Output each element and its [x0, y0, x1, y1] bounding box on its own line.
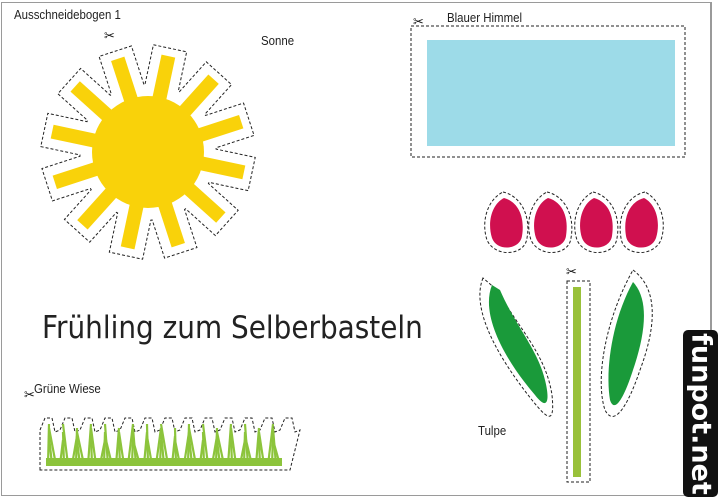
sun-label: Sonne — [261, 33, 295, 48]
tulip-petal — [484, 191, 529, 253]
sheet-border — [1, 2, 712, 496]
tulip-petal — [619, 191, 664, 253]
sky-cutout — [410, 25, 686, 158]
scissors-icon: ✂ — [566, 264, 577, 279]
meadow-label: Grüne Wiese — [34, 381, 101, 396]
sky-label: Blauer Himmel — [447, 10, 523, 25]
tulip-label: Tulpe — [478, 423, 507, 438]
scissors-icon: ✂ — [413, 14, 424, 29]
scissors-icon: ✂ — [24, 387, 35, 402]
tulip-leaf-right — [600, 269, 653, 417]
tulip-petal — [574, 191, 619, 253]
watermark-text: funpot.net — [685, 332, 716, 495]
scissors-icon: ✂ ✂ ✂ ✂ — [24, 14, 577, 402]
sun-cutout — [40, 44, 256, 260]
meadow-cutout — [39, 417, 301, 471]
headline: Frühling zum Selberbasteln — [42, 310, 423, 346]
watermark: funpot.net — [683, 330, 718, 497]
tulip-stem — [566, 280, 591, 483]
tulip-leaf-left — [479, 277, 554, 417]
sheet-title: Ausschneidebogen 1 — [14, 7, 121, 22]
tulip-petal — [528, 191, 573, 253]
scissors-icon: ✂ — [104, 28, 115, 43]
tulip-petals — [484, 191, 664, 253]
